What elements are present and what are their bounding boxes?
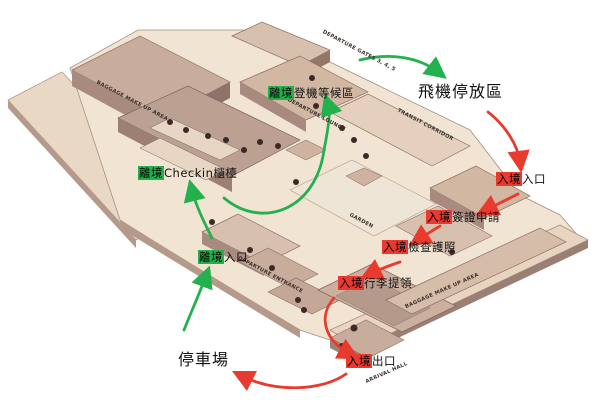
shop-icon [449,249,455,255]
arrow-passport-to-baggage [359,258,402,280]
info-icon [350,324,358,332]
arrow-plane-to-arr-entrance [486,110,530,174]
arrow-entrance-to-checkin [183,179,214,240]
arr-baggage-label: 入境行李提領 [338,276,412,290]
arrow-visa-to-passport [408,224,442,247]
shop-icon [269,265,275,271]
departure-tag: 離境 [268,86,294,100]
arrow-lounge-to-plane [358,55,447,79]
info-icon [205,133,211,139]
dep-checkin-label: 離境Checkin櫃檯 [138,166,238,180]
arrival-tag: 入境 [382,240,408,254]
arrival-tag: 入境 [496,172,522,186]
shop-icon [223,137,229,143]
arrival-tag: 入境 [338,276,364,290]
arr-entrance-label: 入境入口 [496,172,546,186]
dep-entrance-label: 離境入口 [198,250,248,264]
airplane-parking-label: 飛機停放區 [418,82,504,101]
dep-gate-lounge-label: 離境登機等候區 [268,86,354,100]
restroom-icon [183,127,189,133]
arrow-entrance-to-visa [475,192,520,216]
cafe-icon [293,179,299,185]
restroom-icon [309,75,315,81]
restroom-icon [301,307,307,313]
phone-icon [363,153,369,159]
arrow-parking-to-entrance [182,265,213,332]
arr-exit-label: 入境出口 [346,354,396,368]
arr-visa-label: 入境簽證申請 [426,210,500,224]
arrival-tag: 入境 [426,210,452,224]
arrow-exit-to-parking [231,370,348,392]
departure-route [182,55,447,332]
restroom-icon [257,139,263,145]
parking-lot-label: 停車場 [178,350,230,369]
arrow-baggage-to-exit [323,296,360,360]
arrival-route [231,110,530,392]
restroom-icon [209,219,215,225]
cafe-icon [275,143,281,149]
arrow-checkin-to-lounge [222,93,343,215]
info-icon [313,103,319,109]
restroom-icon [339,125,345,131]
restroom-icon [167,119,173,125]
departure-tag: 離境 [138,166,164,180]
arr-passport-label: 入境檢查護照 [382,240,456,254]
arrival-tag: 入境 [346,354,372,368]
phone-icon [241,147,247,153]
buildings [71,21,567,368]
shop-icon [351,137,357,143]
restroom-icon [295,297,301,303]
info-icon [247,247,253,253]
departure-tag: 離境 [198,250,224,264]
